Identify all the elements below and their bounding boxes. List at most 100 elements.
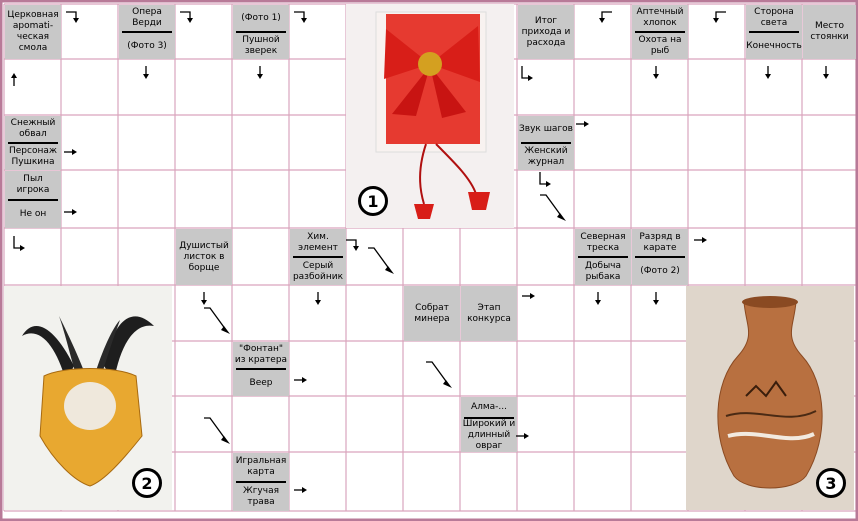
clue-text: Разряд в карате bbox=[639, 231, 681, 253]
clue-text: Не он bbox=[19, 208, 47, 219]
direction-arrow-icon bbox=[346, 239, 359, 251]
direction-arrow-icon bbox=[653, 292, 659, 305]
direction-arrow-icon bbox=[294, 487, 307, 493]
direction-arrow-icon bbox=[180, 11, 193, 23]
clue-text: Собрат минера bbox=[414, 302, 450, 324]
clue-text: Звук шагов bbox=[519, 123, 573, 134]
clue-text: Веер bbox=[249, 377, 273, 388]
clue-text: Охота на рыб bbox=[638, 35, 682, 56]
photo-christmas-bow-card: 1 bbox=[346, 4, 514, 228]
clue-separator bbox=[749, 31, 799, 33]
clue-text: (Фото 1) bbox=[241, 12, 281, 23]
clue-text: Персонаж Пушкина bbox=[9, 146, 57, 167]
clue-text: Этап конкурса bbox=[467, 302, 511, 324]
clue-text: Алма-... bbox=[470, 401, 508, 412]
clue-separator bbox=[236, 368, 286, 370]
direction-arrow-icon bbox=[765, 66, 771, 79]
clue-separator bbox=[635, 31, 685, 33]
clue-separator bbox=[8, 142, 58, 144]
direction-arrow-icon bbox=[368, 247, 394, 274]
clue-text: Церковная арomati-ческая смола bbox=[7, 10, 59, 53]
direction-arrow-icon bbox=[576, 121, 589, 127]
clue-text: Душистый листок в борще bbox=[179, 240, 229, 273]
direction-arrow-icon bbox=[516, 433, 529, 439]
direction-arrow-icon bbox=[426, 361, 452, 388]
clue-separator bbox=[122, 31, 172, 33]
clue-cell: Пыл игрока Не он bbox=[5, 171, 61, 228]
direction-arrow-icon bbox=[204, 417, 230, 444]
direction-arrow-icon bbox=[294, 377, 307, 383]
photo-badge-1: 1 bbox=[358, 186, 388, 216]
clue-text: Аптечный хлопок bbox=[636, 7, 684, 28]
direction-arrow-icon bbox=[540, 194, 566, 221]
clue-cell: Разряд в карате (Фото 2) bbox=[632, 229, 688, 285]
clue-text: Сторона света bbox=[754, 7, 794, 28]
clue-text: Игральная карта bbox=[235, 456, 287, 477]
direction-arrow-icon bbox=[294, 11, 307, 23]
clue-cell: Собрат минера bbox=[404, 286, 460, 341]
clue-text: Место стоянки bbox=[810, 21, 849, 42]
direction-arrow-icon bbox=[64, 149, 77, 155]
direction-arrow-icon bbox=[143, 66, 149, 79]
direction-arrow-icon bbox=[522, 293, 535, 299]
photo-goat-horns-trophy: 2 bbox=[4, 286, 172, 510]
clue-text: (Фото 3) bbox=[127, 40, 167, 51]
clue-text: "Фонтан" из кратера bbox=[234, 344, 288, 365]
direction-arrow-icon bbox=[694, 237, 707, 243]
photo-badge-3: 3 bbox=[816, 468, 846, 498]
direction-arrow-icon bbox=[201, 292, 207, 305]
clue-text: Хим. элемент bbox=[298, 231, 338, 253]
direction-arrow-icon bbox=[595, 292, 601, 305]
clue-text: Жгучая трава bbox=[243, 486, 279, 507]
direction-arrow-icon bbox=[66, 11, 79, 23]
direction-arrow-icon bbox=[257, 66, 263, 79]
clue-text: (Фото 2) bbox=[640, 266, 680, 276]
direction-arrow-icon bbox=[11, 73, 17, 86]
clue-text: Женский журнал bbox=[524, 146, 568, 167]
clue-cell: Опера Верди (Фото 3) bbox=[119, 5, 175, 59]
clue-cell: Душистый листок в борще bbox=[176, 229, 232, 285]
clue-cell: (Фото 1) Пушной зверек bbox=[233, 5, 289, 59]
clue-text: Добыча рыбака bbox=[584, 260, 622, 282]
clue-cell: Этап конкурса bbox=[461, 286, 517, 341]
direction-arrow-icon bbox=[539, 172, 551, 187]
clue-cell: Итог прихода и расхода bbox=[518, 5, 574, 59]
clue-text: Конечность bbox=[746, 40, 802, 51]
direction-arrow-icon bbox=[653, 66, 659, 79]
clue-text: Опера Верди bbox=[132, 7, 162, 28]
clue-text: Пушной зверек bbox=[242, 35, 280, 56]
clue-separator bbox=[8, 198, 58, 201]
direction-arrow-icon bbox=[599, 11, 612, 23]
clue-separator bbox=[236, 31, 286, 33]
clue-text: Пыл игрока bbox=[16, 173, 50, 195]
clue-separator bbox=[464, 417, 514, 419]
clue-separator bbox=[293, 256, 343, 258]
clue-separator bbox=[521, 142, 571, 144]
direction-arrow-icon bbox=[204, 307, 230, 334]
clue-cell: Место стоянки bbox=[803, 5, 856, 59]
clue-text: Итог прихода и расхода bbox=[521, 15, 571, 48]
clue-text: Снежный обвал bbox=[10, 118, 56, 139]
photo-badge-2: 2 bbox=[132, 468, 162, 498]
direction-arrow-icon bbox=[315, 292, 321, 305]
direction-arrow-icon bbox=[713, 11, 726, 23]
direction-arrow-icon bbox=[823, 66, 829, 79]
clue-cell: Алма-...Широкий и длинный овраг bbox=[461, 397, 517, 452]
direction-arrow-icon bbox=[13, 236, 25, 251]
photo-painted-vase: 3 bbox=[686, 286, 854, 510]
direction-arrow-icon bbox=[64, 209, 77, 215]
clue-separator bbox=[635, 256, 685, 258]
clue-separator bbox=[236, 481, 286, 483]
clue-text: Серый разбойник bbox=[292, 260, 344, 282]
